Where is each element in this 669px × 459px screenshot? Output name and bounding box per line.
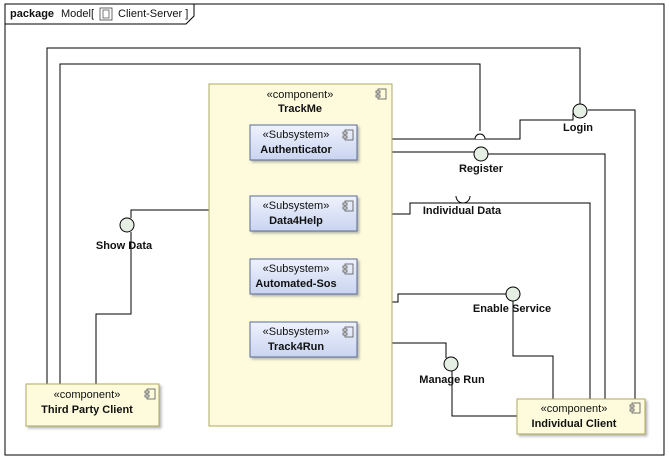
interface-enable-service[interactable] [505, 286, 521, 302]
third-party-stereotype: «component» [54, 389, 121, 401]
login-label: Login [563, 122, 593, 134]
individual-data-label: Individual Data [423, 205, 502, 217]
connector-enable-individual [512, 299, 554, 399]
enable-service-label: Enable Service [473, 303, 551, 315]
connector-show-data-third-party [95, 232, 132, 384]
track4run-name: Track4Run [268, 341, 325, 353]
package-name-prefix: Model[ [61, 8, 94, 20]
connector-data4help-individual-data [358, 202, 591, 399]
data4help-stereotype: «Subsystem» [263, 200, 330, 212]
authenticator-name: Authenticator [260, 144, 332, 156]
diagram-icon [99, 7, 113, 21]
individual-stereotype: «component» [541, 403, 608, 415]
package-name: Client-Server ] [118, 8, 188, 20]
manage-run-label: Manage Run [419, 374, 485, 386]
connector-manage-run-individual [451, 370, 517, 417]
show-data-label: Show Data [96, 240, 153, 252]
third-party-name: Third Party Client [41, 404, 133, 416]
automated-sos-stereotype: «Subsystem» [263, 263, 330, 275]
subsystem-automated-sos[interactable] [249, 258, 358, 295]
interface-register[interactable] [473, 146, 489, 162]
individual-client-component[interactable] [516, 398, 646, 435]
subsystem-data4help[interactable] [249, 195, 358, 232]
register-label: Register [459, 163, 504, 175]
subsystem-track4run[interactable] [249, 321, 358, 358]
package-keyword: package [10, 8, 54, 20]
interface-individual-data[interactable] [455, 195, 471, 204]
subsystem-authenticator[interactable] [249, 124, 358, 161]
connector-register-individual [488, 153, 606, 399]
track4run-stereotype: «Subsystem» [263, 326, 330, 338]
data4help-name: Data4Help [269, 215, 323, 227]
trackme-stereotype: «component» [267, 89, 334, 101]
interface-manage-run[interactable] [443, 356, 459, 372]
connector-login-individual [588, 109, 636, 399]
individual-name: Individual Client [532, 418, 617, 430]
trackme-name: TrackMe [278, 103, 322, 115]
third-party-client-component[interactable] [25, 383, 160, 427]
connector-third-party-login [46, 47, 581, 384]
automated-sos-name: Automated-Sos [255, 278, 336, 290]
connector-third-party-register [59, 63, 481, 384]
interface-show-data[interactable] [119, 217, 135, 233]
connector-authenticator-login [358, 113, 574, 140]
line-hop [474, 133, 486, 140]
authenticator-stereotype: «Subsystem» [263, 129, 330, 141]
interface-login[interactable] [572, 103, 588, 119]
